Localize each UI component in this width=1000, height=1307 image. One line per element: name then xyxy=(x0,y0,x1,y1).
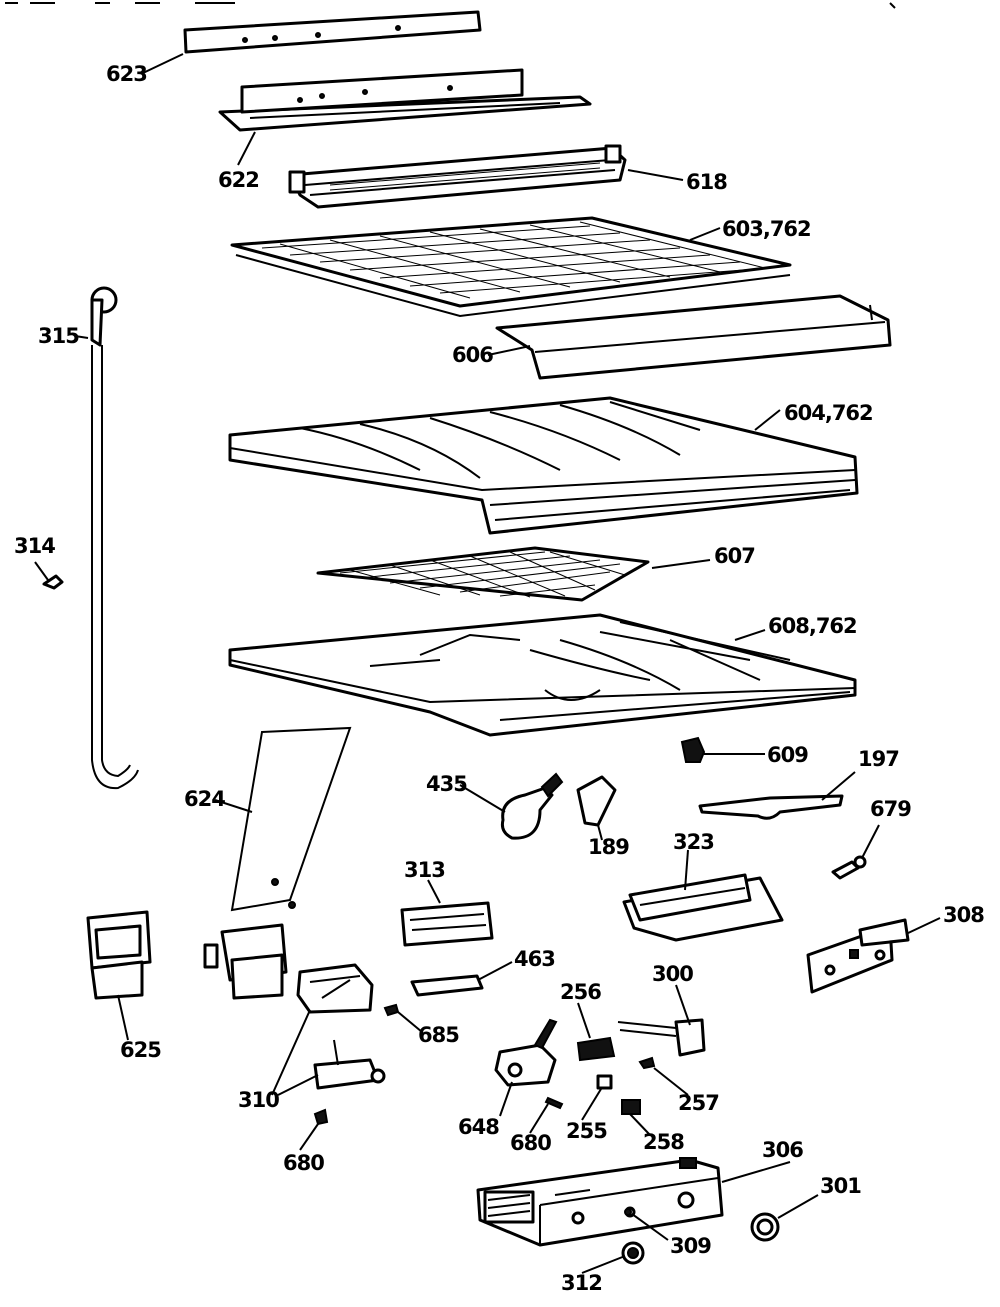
label-323: 323 xyxy=(673,830,714,854)
label-624: 624 xyxy=(184,787,225,811)
label-603-762: 603,762 xyxy=(722,217,811,241)
part-608-pan xyxy=(228,613,857,737)
label-680-b: 680 xyxy=(283,1151,324,1175)
label-301: 301 xyxy=(820,1174,861,1198)
part-679-screw xyxy=(831,855,867,880)
label-685: 685 xyxy=(418,1023,459,1047)
part-310-thermostat xyxy=(296,963,386,1090)
part-315-tube xyxy=(90,286,139,790)
label-255: 255 xyxy=(566,1119,607,1143)
part-618-housing xyxy=(288,144,627,209)
label-625: 625 xyxy=(120,1038,161,1062)
leader-lines xyxy=(34,53,941,1274)
label-312: 312 xyxy=(561,1271,602,1295)
label-310: 310 xyxy=(238,1088,279,1112)
part-301-knob xyxy=(750,1212,780,1242)
part-189-socket xyxy=(576,775,617,827)
label-435: 435 xyxy=(426,772,467,796)
label-623: 623 xyxy=(106,62,147,86)
label-197: 197 xyxy=(858,747,899,771)
part-256-connector xyxy=(576,1036,616,1062)
part-314-clip xyxy=(42,574,64,590)
part-255-clip xyxy=(596,1074,613,1090)
part-680-screw-b xyxy=(544,1096,564,1110)
label-308: 308 xyxy=(943,903,984,927)
label-189: 189 xyxy=(588,835,629,859)
part-258-clip xyxy=(621,1099,641,1115)
label-608-762: 608,762 xyxy=(768,614,857,638)
part-308-plate xyxy=(806,918,910,994)
label-314: 314 xyxy=(14,534,55,558)
label-463: 463 xyxy=(514,947,555,971)
label-604-762: 604,762 xyxy=(784,401,873,425)
label-306: 306 xyxy=(762,1138,803,1162)
part-604-pan xyxy=(228,396,859,535)
part-306-housing xyxy=(476,1157,724,1247)
part-624-panel xyxy=(203,726,352,1000)
part-622-cover xyxy=(218,68,592,132)
label-313: 313 xyxy=(404,858,445,882)
label-256: 256 xyxy=(560,980,601,1004)
label-648: 648 xyxy=(458,1115,499,1139)
top-edge-marks xyxy=(5,2,896,9)
label-609: 609 xyxy=(767,743,808,767)
part-323-box xyxy=(622,873,784,942)
part-300-capacitor xyxy=(617,1018,706,1057)
label-680-a: 680 xyxy=(510,1131,551,1155)
label-315: 315 xyxy=(38,324,79,348)
callout-labels: 623 622 618 603,762 315 606 604,762 314 … xyxy=(14,62,985,1295)
part-309-grommet xyxy=(624,1208,632,1216)
part-257-screw xyxy=(638,1056,656,1070)
part-606-cover xyxy=(495,294,892,380)
label-309: 309 xyxy=(670,1234,711,1258)
label-618: 618 xyxy=(686,170,727,194)
part-463-strip xyxy=(410,974,484,997)
part-648-relay xyxy=(494,1018,558,1087)
part-607-filter xyxy=(316,546,650,602)
label-606: 606 xyxy=(452,343,493,367)
label-607: 607 xyxy=(714,544,755,568)
part-313-box xyxy=(400,901,494,947)
label-679: 679 xyxy=(870,797,911,821)
part-625-switch xyxy=(86,910,152,1000)
part-603-shelf xyxy=(230,216,792,318)
label-257: 257 xyxy=(678,1091,719,1115)
label-258: 258 xyxy=(643,1130,684,1154)
part-197-bracket xyxy=(698,794,844,820)
part-623-strip xyxy=(183,10,482,54)
part-435-bulb xyxy=(500,772,564,840)
part-609-clip xyxy=(680,736,706,763)
label-622: 622 xyxy=(218,168,259,192)
part-312-knob xyxy=(621,1241,645,1265)
part-680-screw-a xyxy=(313,1108,329,1126)
label-300: 300 xyxy=(652,962,693,986)
part-685-screw xyxy=(383,1003,400,1017)
